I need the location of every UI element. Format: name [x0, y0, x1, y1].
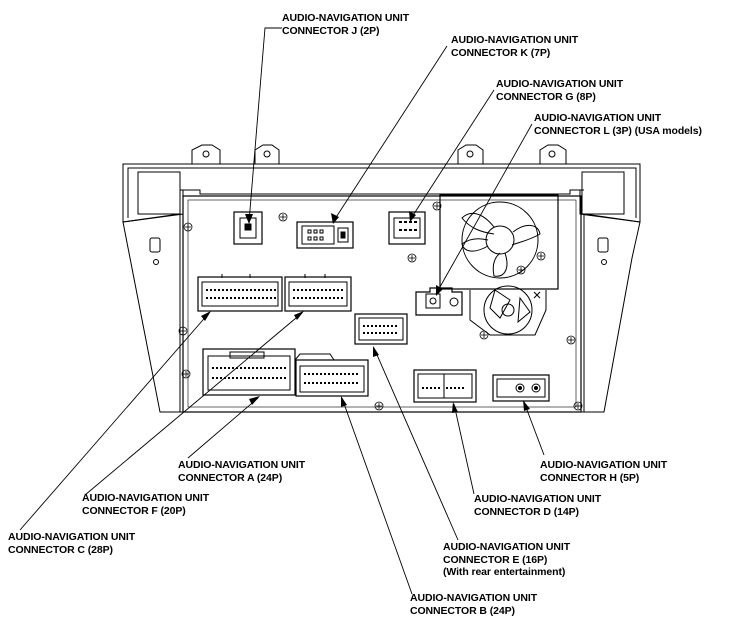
connector-b [294, 353, 369, 397]
label-h-line1: AUDIO-NAVIGATION UNIT [540, 459, 668, 471]
connector-c [197, 274, 283, 312]
top-brackets [191, 144, 567, 164]
connector-e [354, 313, 408, 345]
connector-k [296, 221, 354, 249]
label-a-line1: AUDIO-NAVIGATION UNIT [178, 459, 306, 471]
left-slot [149, 237, 161, 253]
leader-b [341, 397, 413, 595]
leader-h [523, 401, 545, 456]
label-j-line1: AUDIO-NAVIGATION UNIT [282, 12, 410, 24]
right-slot [597, 237, 609, 253]
label-connector-j: AUDIO-NAVIGATION UNIT CONNECTOR J (2P) [282, 12, 409, 37]
leader-e [373, 347, 459, 541]
label-e-line3: (With rear entertainment) [443, 566, 566, 578]
label-e-line1: AUDIO-NAVIGATION UNIT [443, 541, 571, 553]
label-j-line2: CONNECTOR J (2P) [282, 24, 380, 37]
label-connector-c: AUDIO-NAVIGATION UNIT CONNECTOR C (28P) [8, 531, 135, 556]
label-connector-h: AUDIO-NAVIGATION UNIT CONNECTOR H (5P) [540, 459, 667, 484]
label-connector-f: AUDIO-NAVIGATION UNIT CONNECTOR F (20P) [82, 492, 209, 517]
connector-a [202, 348, 296, 396]
label-c-line1: AUDIO-NAVIGATION UNIT [8, 531, 136, 543]
arrowheads [201, 211, 530, 413]
label-h-line2: CONNECTOR H (5P) [540, 471, 640, 484]
label-l-line2: CONNECTOR L (3P) (USA models) [534, 124, 702, 137]
label-a-line2: CONNECTOR A (24P) [178, 471, 283, 484]
leader-lines [19, 27, 545, 595]
leader-a [187, 397, 259, 459]
connector-l [415, 287, 463, 316]
connector-h [492, 374, 550, 402]
leader-d [453, 403, 475, 495]
screws [178, 201, 583, 411]
connector-d [413, 369, 477, 403]
label-connector-b: AUDIO-NAVIGATION UNIT CONNECTOR B (24P) [410, 592, 537, 617]
leader-g [409, 89, 495, 221]
label-g-line1: AUDIO-NAVIGATION UNIT [496, 78, 624, 90]
label-d-line2: CONNECTOR D (14P) [474, 505, 579, 518]
label-connector-g: AUDIO-NAVIGATION UNIT CONNECTOR G (8P) [496, 78, 623, 103]
label-b-line1: AUDIO-NAVIGATION UNIT [410, 592, 538, 604]
label-b-line2: CONNECTOR B (24P) [410, 604, 515, 617]
right-side-bracket [583, 213, 641, 413]
label-c-line2: CONNECTOR C (28P) [8, 543, 113, 556]
connector-g [388, 211, 426, 245]
rear-panel [182, 195, 582, 413]
label-l-line1: AUDIO-NAVIGATION UNIT [534, 112, 662, 124]
label-connector-d: AUDIO-NAVIGATION UNIT CONNECTOR D (14P) [474, 493, 601, 518]
connector-f [284, 274, 352, 312]
cooling-fan [439, 194, 559, 336]
left-side-bracket [122, 213, 181, 413]
chassis [122, 163, 641, 413]
label-g-line2: CONNECTOR G (8P) [496, 90, 596, 103]
label-k-line1: AUDIO-NAVIGATION UNIT [451, 34, 579, 46]
label-f-line1: AUDIO-NAVIGATION UNIT [82, 492, 210, 504]
label-f-line2: CONNECTOR F (20P) [82, 504, 186, 517]
leader-l [435, 123, 533, 295]
label-e-line2: CONNECTOR E (16P) [443, 553, 548, 566]
label-k-line2: CONNECTOR K (7P) [451, 46, 551, 59]
label-connector-e: AUDIO-NAVIGATION UNIT CONNECTOR E (16P) … [443, 541, 570, 579]
label-connector-l: AUDIO-NAVIGATION UNIT CONNECTOR L (3P) (… [534, 112, 702, 137]
leader-k [332, 45, 448, 223]
label-connector-a: AUDIO-NAVIGATION UNIT CONNECTOR A (24P) [178, 459, 305, 484]
leader-j [248, 27, 282, 223]
leader-c [19, 312, 210, 531]
label-d-line1: AUDIO-NAVIGATION UNIT [474, 493, 602, 505]
leader-f [84, 312, 303, 496]
label-connector-k: AUDIO-NAVIGATION UNIT CONNECTOR K (7P) [451, 34, 578, 59]
